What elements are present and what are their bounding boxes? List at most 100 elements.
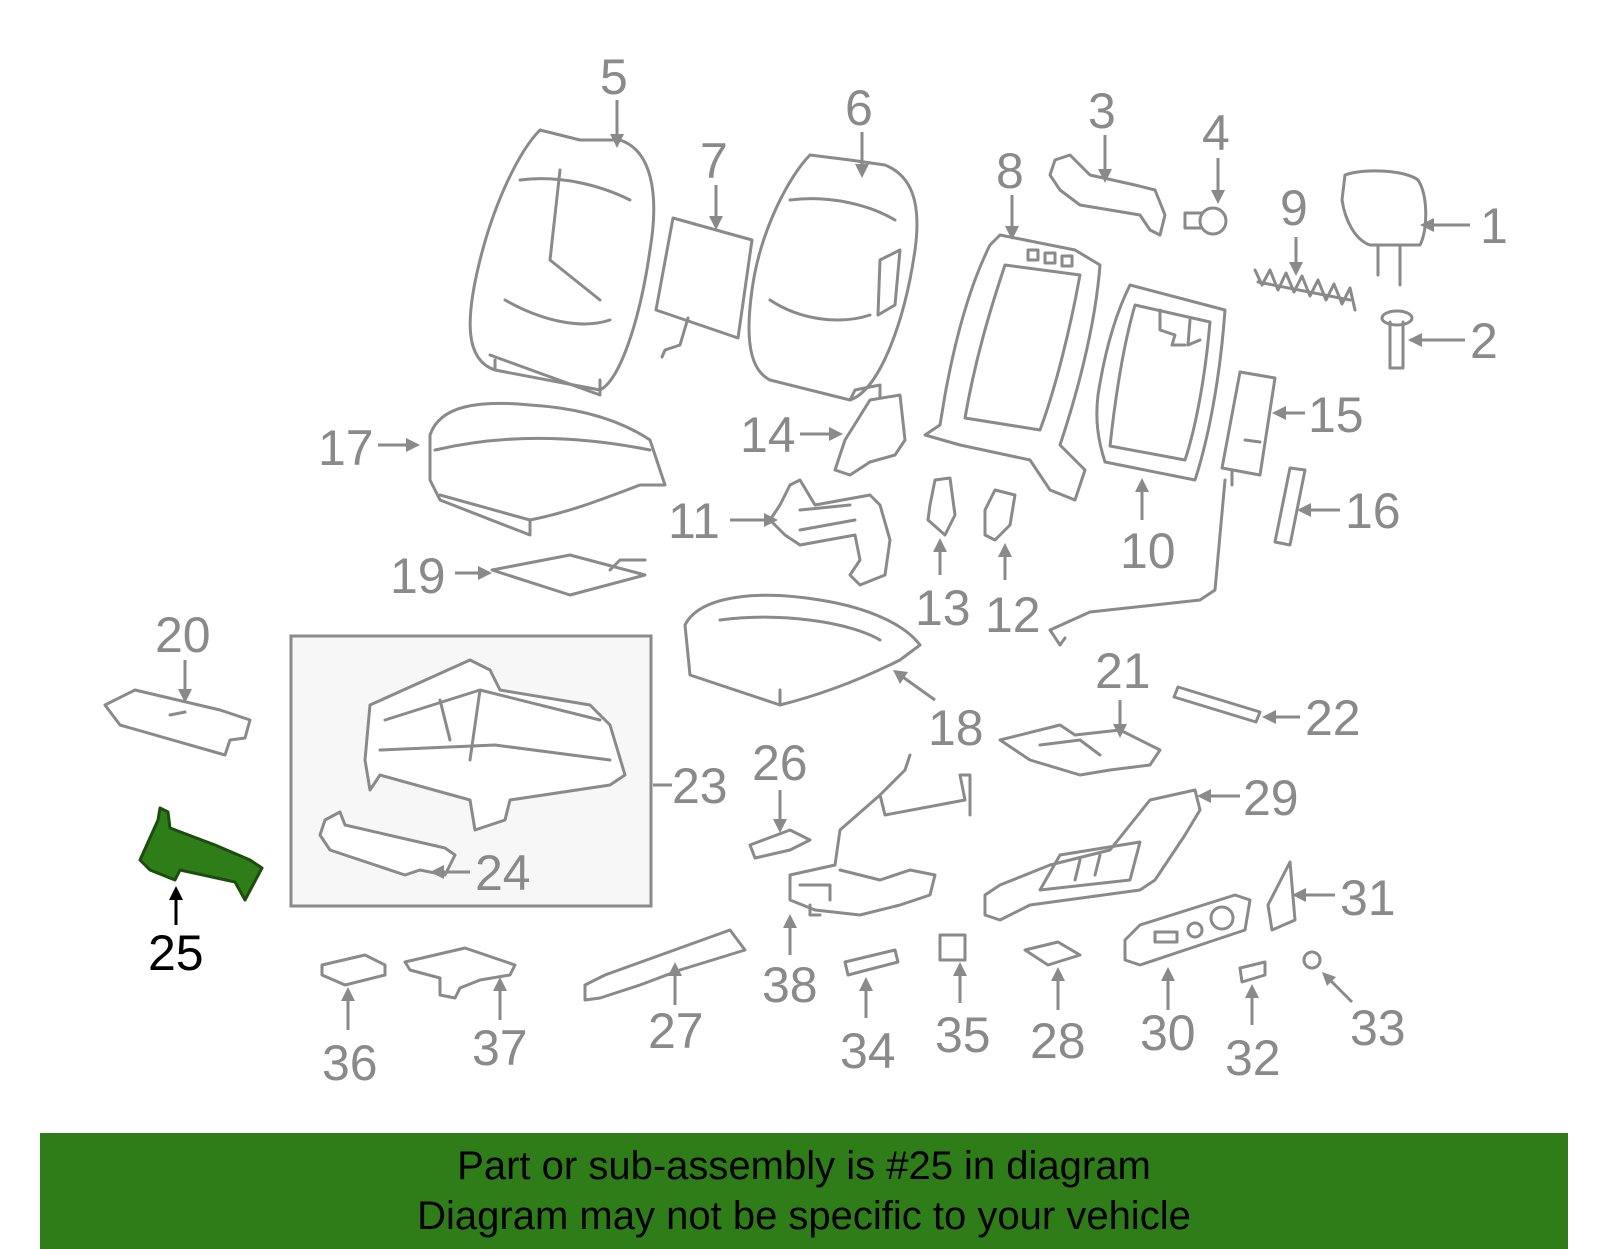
part-15-module[interactable] <box>1048 370 1277 647</box>
arrow-12 <box>998 543 1012 557</box>
label-23: 23 <box>672 758 728 814</box>
label-8: 8 <box>996 143 1024 199</box>
part-22-rod[interactable] <box>1172 685 1262 724</box>
arrow-26 <box>773 819 787 833</box>
arrow-31 <box>1292 888 1306 902</box>
leader-18 <box>899 673 936 702</box>
label-22: 22 <box>1305 690 1361 746</box>
label-25: 25 <box>148 925 204 981</box>
label-9: 9 <box>1280 180 1308 236</box>
part-17-cushion-cover[interactable] <box>428 401 667 537</box>
arrow-16 <box>1297 503 1311 517</box>
label-29: 29 <box>1243 770 1299 826</box>
arrow-5 <box>610 134 624 148</box>
part-26-clip[interactable] <box>748 828 812 860</box>
label-18: 18 <box>928 700 984 756</box>
part-2-headrest-guide[interactable] <box>1380 309 1414 370</box>
arrow-28 <box>1051 967 1065 981</box>
part-4-fastener[interactable] <box>1183 206 1228 236</box>
part-9-spring[interactable] <box>1253 268 1357 312</box>
arrow-34 <box>859 977 873 991</box>
arrow-2 <box>1408 333 1422 347</box>
arrow-24 <box>430 865 444 879</box>
label-27: 27 <box>648 1003 704 1059</box>
label-17: 17 <box>318 420 374 476</box>
part-1-headrest[interactable] <box>1340 169 1428 287</box>
label-34: 34 <box>840 1023 896 1079</box>
part-20-trim-cover[interactable] <box>103 688 252 757</box>
arrow-33 <box>1322 972 1336 986</box>
part-7-heater-pad[interactable] <box>654 216 754 359</box>
part-36-module[interactable] <box>320 953 387 987</box>
part-18-cushion-pad[interactable] <box>683 593 922 707</box>
arrow-8 <box>1005 226 1019 240</box>
arrow-1 <box>1420 218 1434 232</box>
part-21-wiring-mat[interactable] <box>998 723 1162 777</box>
part-23-seat-track-inset[interactable] <box>289 634 653 908</box>
part-19-heater-mat[interactable] <box>490 553 647 597</box>
part-16-trim-strip[interactable] <box>1273 466 1307 547</box>
arrow-3 <box>1098 169 1112 183</box>
part-5-seatback-cover[interactable] <box>468 128 656 397</box>
arrow-18 <box>893 670 908 684</box>
info-banner: Part or sub-assembly is #25 in diagram D… <box>40 1133 1568 1249</box>
label-35: 35 <box>935 1007 991 1063</box>
label-16: 16 <box>1345 483 1401 539</box>
part-29-side-shield[interactable] <box>983 788 1202 922</box>
label-3: 3 <box>1088 83 1116 139</box>
label-4: 4 <box>1202 105 1230 161</box>
part-3-trim-bracket[interactable] <box>1048 153 1167 237</box>
label-7: 7 <box>700 133 728 189</box>
arrow-21 <box>1113 724 1127 738</box>
arrow-15 <box>1272 406 1286 420</box>
arrow-35 <box>953 962 967 976</box>
arrow-36 <box>341 987 355 1001</box>
arrow-17 <box>406 438 420 452</box>
part-37-bracket[interactable] <box>403 946 517 1000</box>
part-27-trim-strip[interactable] <box>583 928 747 1002</box>
part-11-cushion-pan[interactable] <box>768 478 892 587</box>
part-34-connector[interactable] <box>843 948 900 977</box>
label-11: 11 <box>668 493 720 549</box>
arrow-22 <box>1262 710 1276 724</box>
part-38-wire-harness[interactable] <box>788 753 972 917</box>
label-12: 12 <box>985 587 1041 643</box>
arrow-20 <box>178 689 192 703</box>
arrow-14 <box>829 427 843 441</box>
arrow-25 <box>169 886 183 900</box>
part-33-clip[interactable] <box>1302 950 1322 970</box>
part-24-track-rail[interactable] <box>318 810 457 877</box>
arrow-32 <box>1245 984 1259 998</box>
label-30: 30 <box>1140 1005 1196 1061</box>
part-25-highlighted[interactable] <box>138 806 264 902</box>
label-38: 38 <box>762 957 818 1013</box>
label-21: 21 <box>1095 643 1151 699</box>
part-35-connector[interactable] <box>938 933 967 962</box>
banner-line-1: Part or sub-assembly is #25 in diagram <box>457 1144 1151 1188</box>
label-36: 36 <box>322 1035 378 1091</box>
part-8-seatback-frame[interactable] <box>923 233 1102 502</box>
leader-33 <box>1326 976 1354 1004</box>
label-2: 2 <box>1470 313 1498 369</box>
part-14-bracket[interactable] <box>833 393 907 477</box>
label-19: 19 <box>390 548 446 604</box>
arrow-4 <box>1211 190 1225 204</box>
part-31-trim-piece[interactable] <box>1266 860 1297 932</box>
part-28-pad[interactable] <box>1023 940 1082 967</box>
part-6-seatback-pad[interactable] <box>747 153 919 402</box>
label-26: 26 <box>752 735 808 791</box>
part-13-cover-piece[interactable] <box>926 476 957 537</box>
arrow-7 <box>709 216 723 230</box>
part-10-lumbar-panel[interactable] <box>1095 283 1227 482</box>
arrow-9 <box>1289 262 1303 276</box>
label-28: 28 <box>1030 1013 1086 1069</box>
part-12-cover-piece[interactable] <box>983 488 1017 542</box>
arrow-37 <box>493 977 507 991</box>
part-30-switch-bezel[interactable] <box>1123 893 1252 967</box>
label-15: 15 <box>1308 387 1364 443</box>
label-33: 33 <box>1350 1000 1406 1056</box>
part-32-knob[interactable] <box>1238 960 1267 984</box>
seat-parts-diagram: 5 7 6 3 4 8 9 <box>103 49 1508 1091</box>
arrow-30 <box>1161 967 1175 981</box>
label-14: 14 <box>740 407 796 463</box>
